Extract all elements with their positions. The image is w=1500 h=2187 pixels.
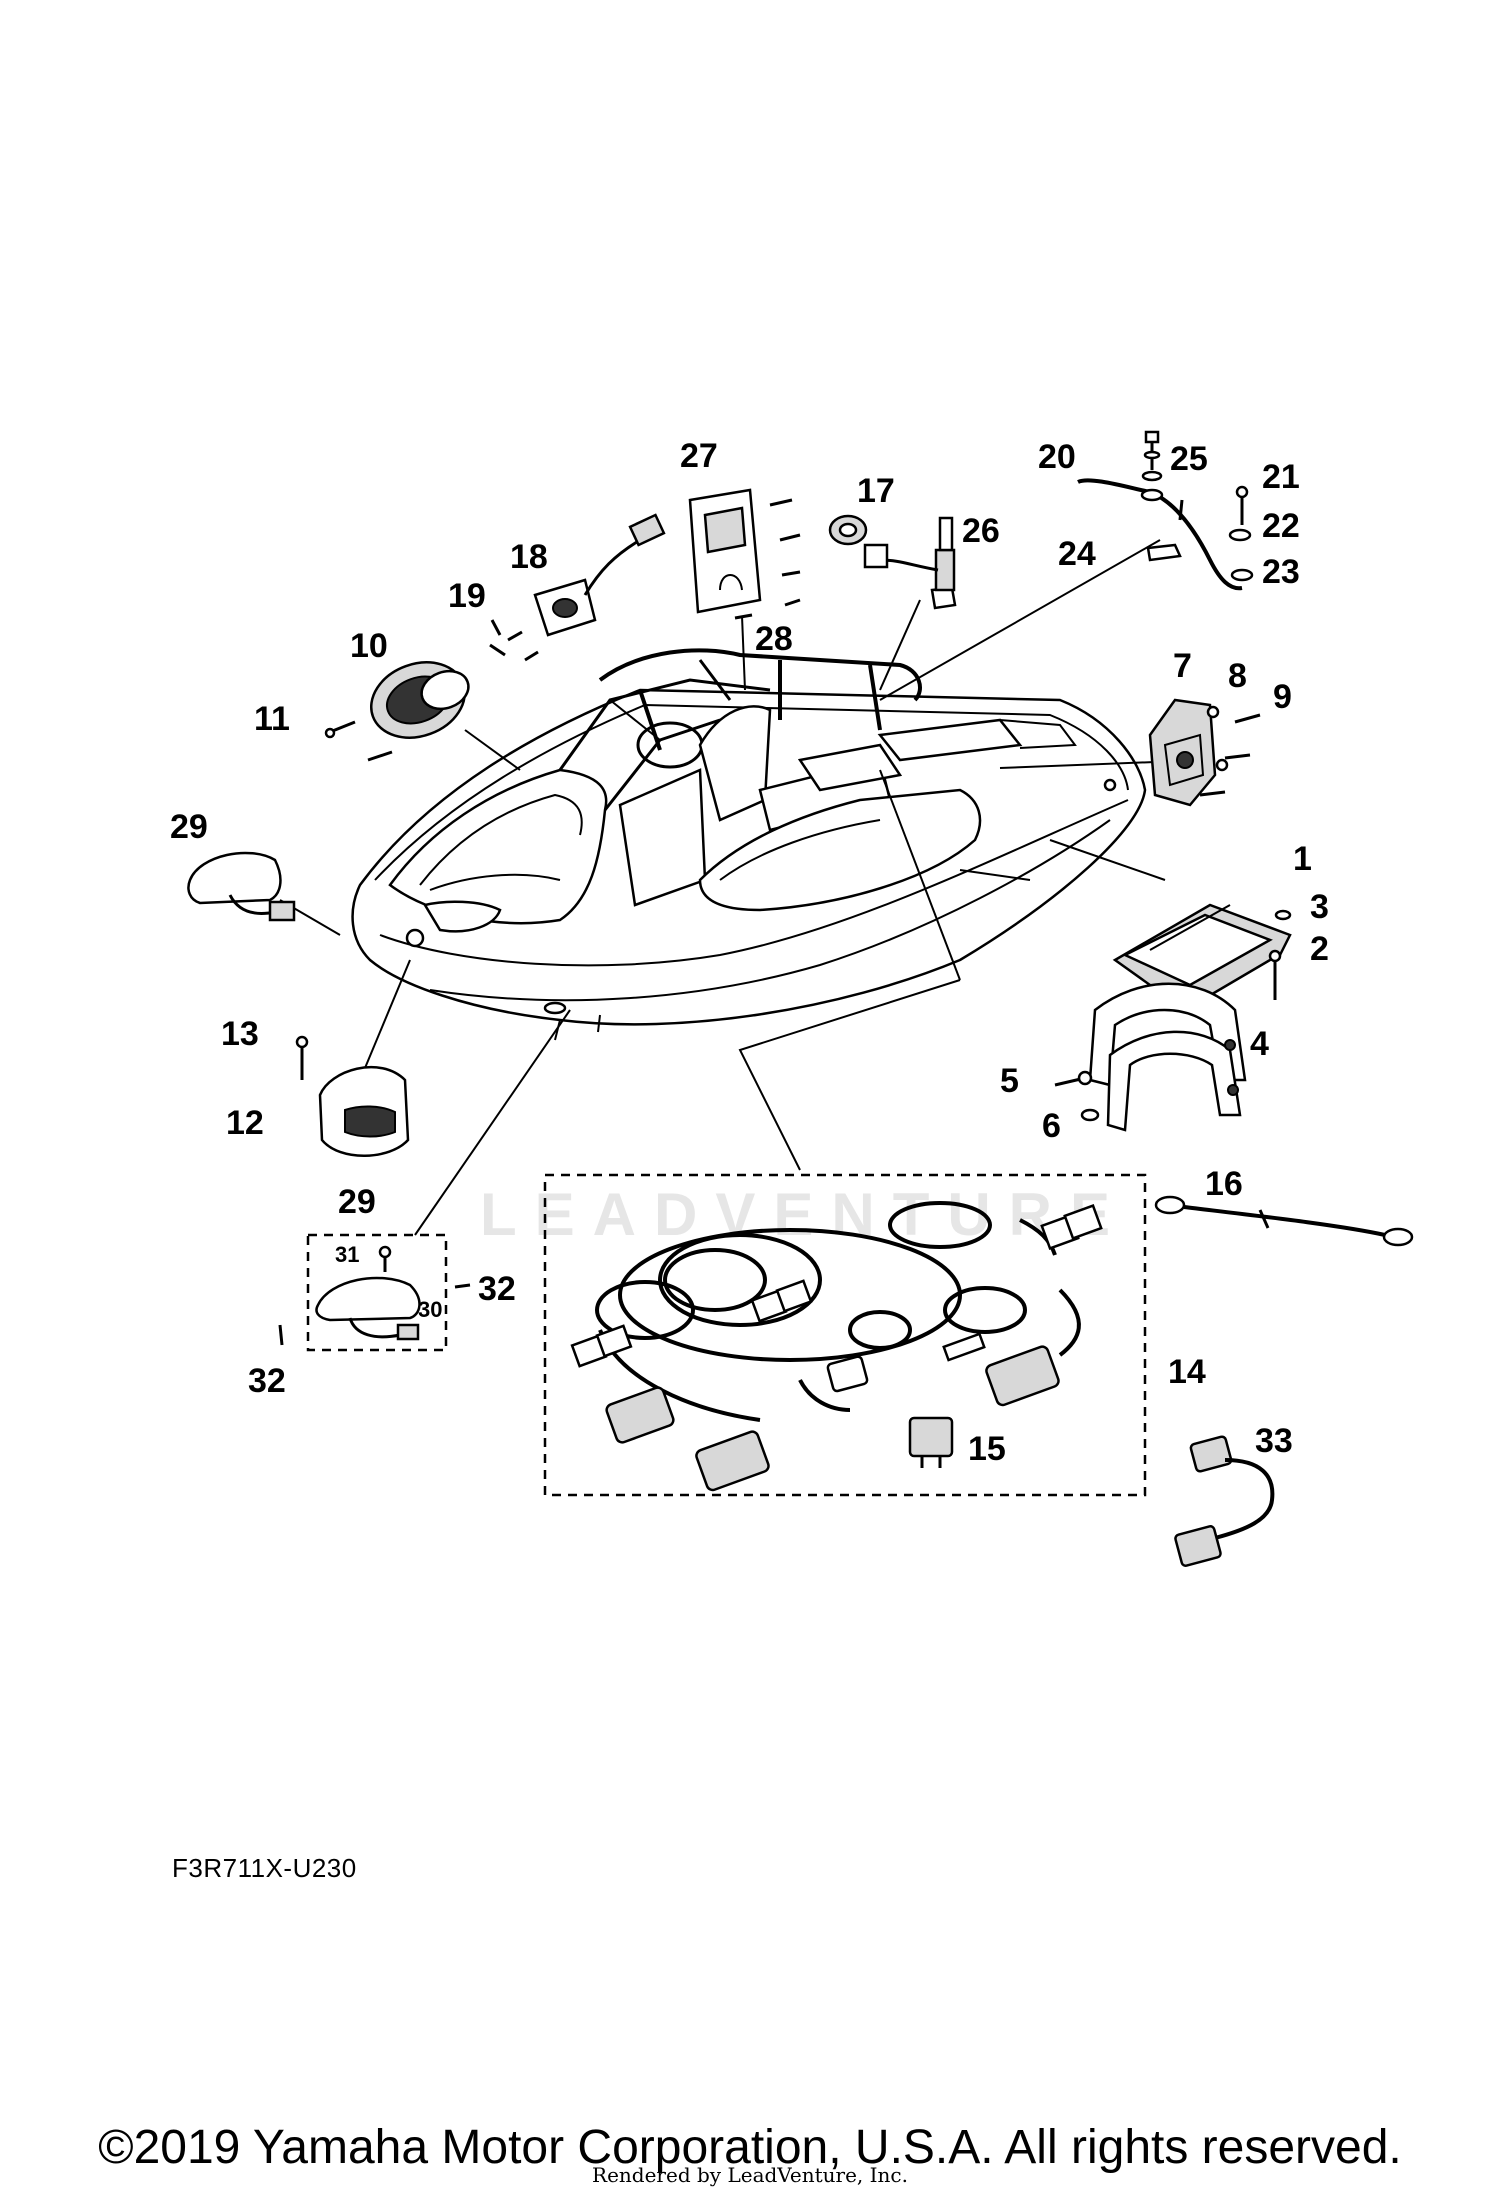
- callout-12: 12: [226, 1104, 264, 1142]
- boat-hull: [351, 648, 1147, 1041]
- callout-9: 9: [1273, 678, 1292, 716]
- part-23-washer: [1230, 568, 1254, 582]
- part-33-adapter: [1174, 1435, 1275, 1567]
- callout-4: 4: [1250, 1025, 1269, 1063]
- callout-23: 23: [1262, 553, 1300, 591]
- part-7-module-plate: [1148, 698, 1217, 807]
- callout-13: 13: [221, 1015, 259, 1053]
- callout-33: 33: [1255, 1422, 1293, 1460]
- part-5-screw: [1054, 1070, 1093, 1087]
- callout-26: 26: [962, 512, 1000, 550]
- part-12-bow-light: [318, 1065, 410, 1157]
- part-19-screw: [489, 619, 539, 662]
- callout-25: 25: [1170, 440, 1208, 478]
- diagram-code: F3R711X-U230: [172, 1853, 357, 1883]
- callout-6: 6: [1042, 1107, 1061, 1145]
- callout-30: 30: [418, 1297, 442, 1322]
- callout-3: 3: [1310, 888, 1329, 926]
- callout-31: 31: [335, 1242, 359, 1267]
- part-6-washer: [1080, 1108, 1100, 1122]
- callout-labels: 1 2 3 4 5 6 7 8 9 10 11 12 13 14 15 16 1…: [170, 437, 1329, 1468]
- part-10-speaker: [369, 661, 470, 739]
- callout-18: 18: [510, 538, 548, 576]
- part-18-switch: [533, 513, 666, 637]
- part-17-grommet: [828, 514, 868, 546]
- callout-2: 2: [1310, 930, 1329, 968]
- callout-28: 28: [755, 620, 793, 658]
- callout-32-right: 32: [478, 1270, 516, 1308]
- part-16-cable: [1154, 1195, 1414, 1247]
- part-14-wire-harness: [543, 1173, 1147, 1497]
- callout-29-kit: 29: [338, 1183, 376, 1221]
- part-28-screw: [734, 498, 801, 620]
- callout-16: 16: [1205, 1165, 1243, 1203]
- callout-1: 1: [1293, 840, 1312, 878]
- part-13-screw: [295, 1035, 309, 1080]
- part-9-screw: [1199, 713, 1261, 797]
- callout-11: 11: [254, 700, 290, 738]
- callout-8: 8: [1228, 657, 1247, 695]
- callout-10: 10: [350, 627, 388, 665]
- callout-27: 27: [680, 437, 718, 475]
- callout-21: 21: [1262, 458, 1300, 496]
- part-11-screw: [324, 720, 393, 762]
- part-24-bracket: [1146, 543, 1182, 562]
- part-29-light-kit: [306, 1233, 448, 1352]
- copyright-notice: ©2019 Yamaha Motor Corporation, U.S.A. A…: [98, 2121, 1402, 2174]
- callout-19: 19: [448, 577, 486, 615]
- callout-24: 24: [1058, 535, 1096, 573]
- callout-29-top: 29: [170, 808, 208, 846]
- callout-7: 7: [1173, 647, 1192, 685]
- part-4-bracket: [1088, 982, 1247, 1132]
- callout-15: 15: [968, 1430, 1006, 1468]
- part-26-sensor: [863, 516, 957, 610]
- part-8-washer: [1206, 705, 1229, 772]
- part-15-relay: [908, 1416, 954, 1468]
- callout-14: 14: [1168, 1353, 1206, 1391]
- callout-22: 22: [1262, 507, 1300, 545]
- rendered-by-notice: Rendered by LeadVenture, Inc.: [592, 2163, 908, 2187]
- part-20-bar: [1077, 478, 1243, 591]
- callout-5: 5: [1000, 1062, 1019, 1100]
- part-22-washer: [1228, 528, 1252, 542]
- part-2-bolt: [1268, 949, 1282, 1000]
- callout-20: 20: [1038, 438, 1076, 476]
- callout-32-left: 32: [248, 1362, 286, 1400]
- part-31-screw: [378, 1245, 392, 1272]
- callout-17: 17: [857, 472, 895, 510]
- part-32-screw: [278, 1283, 471, 1346]
- part-27-display: [688, 488, 762, 614]
- part-29-stern-light: [187, 851, 296, 922]
- part-21-bolt: [1235, 485, 1249, 525]
- part-25-screw: [1141, 430, 1184, 521]
- part-3-nut: [1274, 909, 1292, 921]
